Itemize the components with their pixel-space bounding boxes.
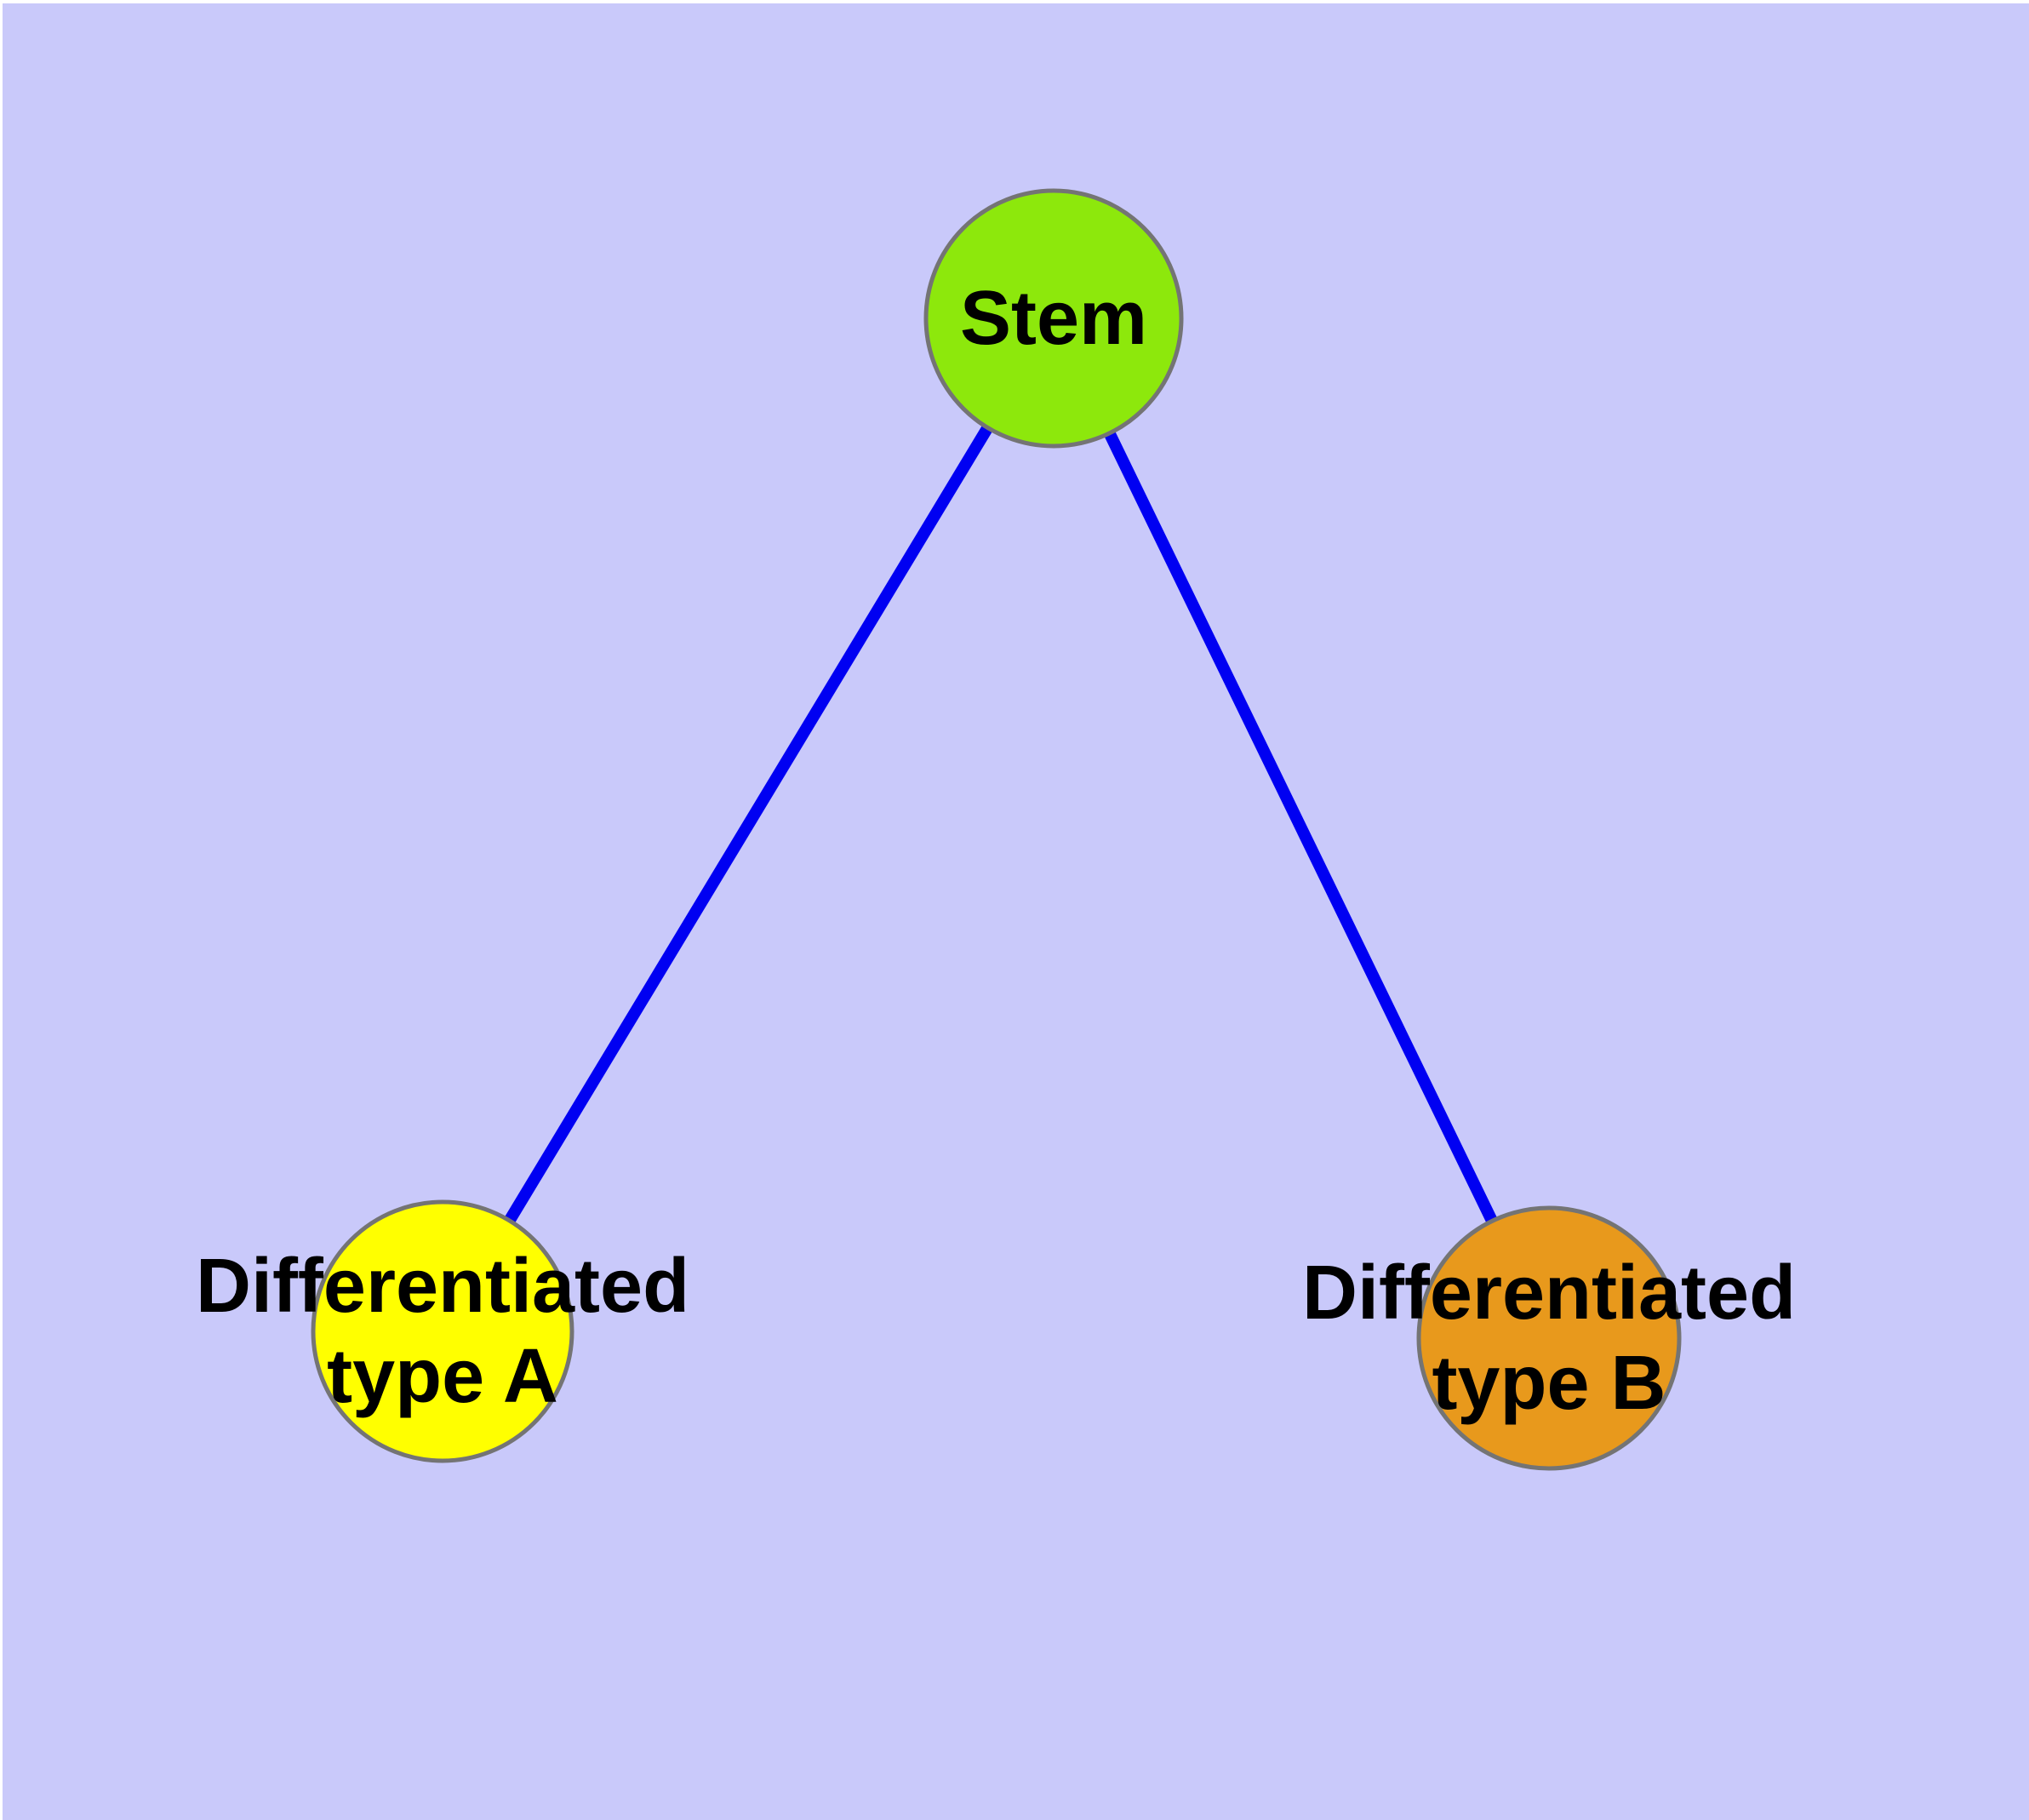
edge-stem-to-differentiated-type-a <box>437 315 1059 1335</box>
left-margin-strip <box>0 0 3 1820</box>
node-stem <box>923 188 1184 449</box>
edge-stem-to-differentiated-type-b <box>1048 315 1555 1342</box>
node-differentiated-type-a <box>311 1199 574 1463</box>
top-margin-strip <box>0 0 2029 3</box>
node-differentiated-type-b <box>1416 1205 1682 1471</box>
